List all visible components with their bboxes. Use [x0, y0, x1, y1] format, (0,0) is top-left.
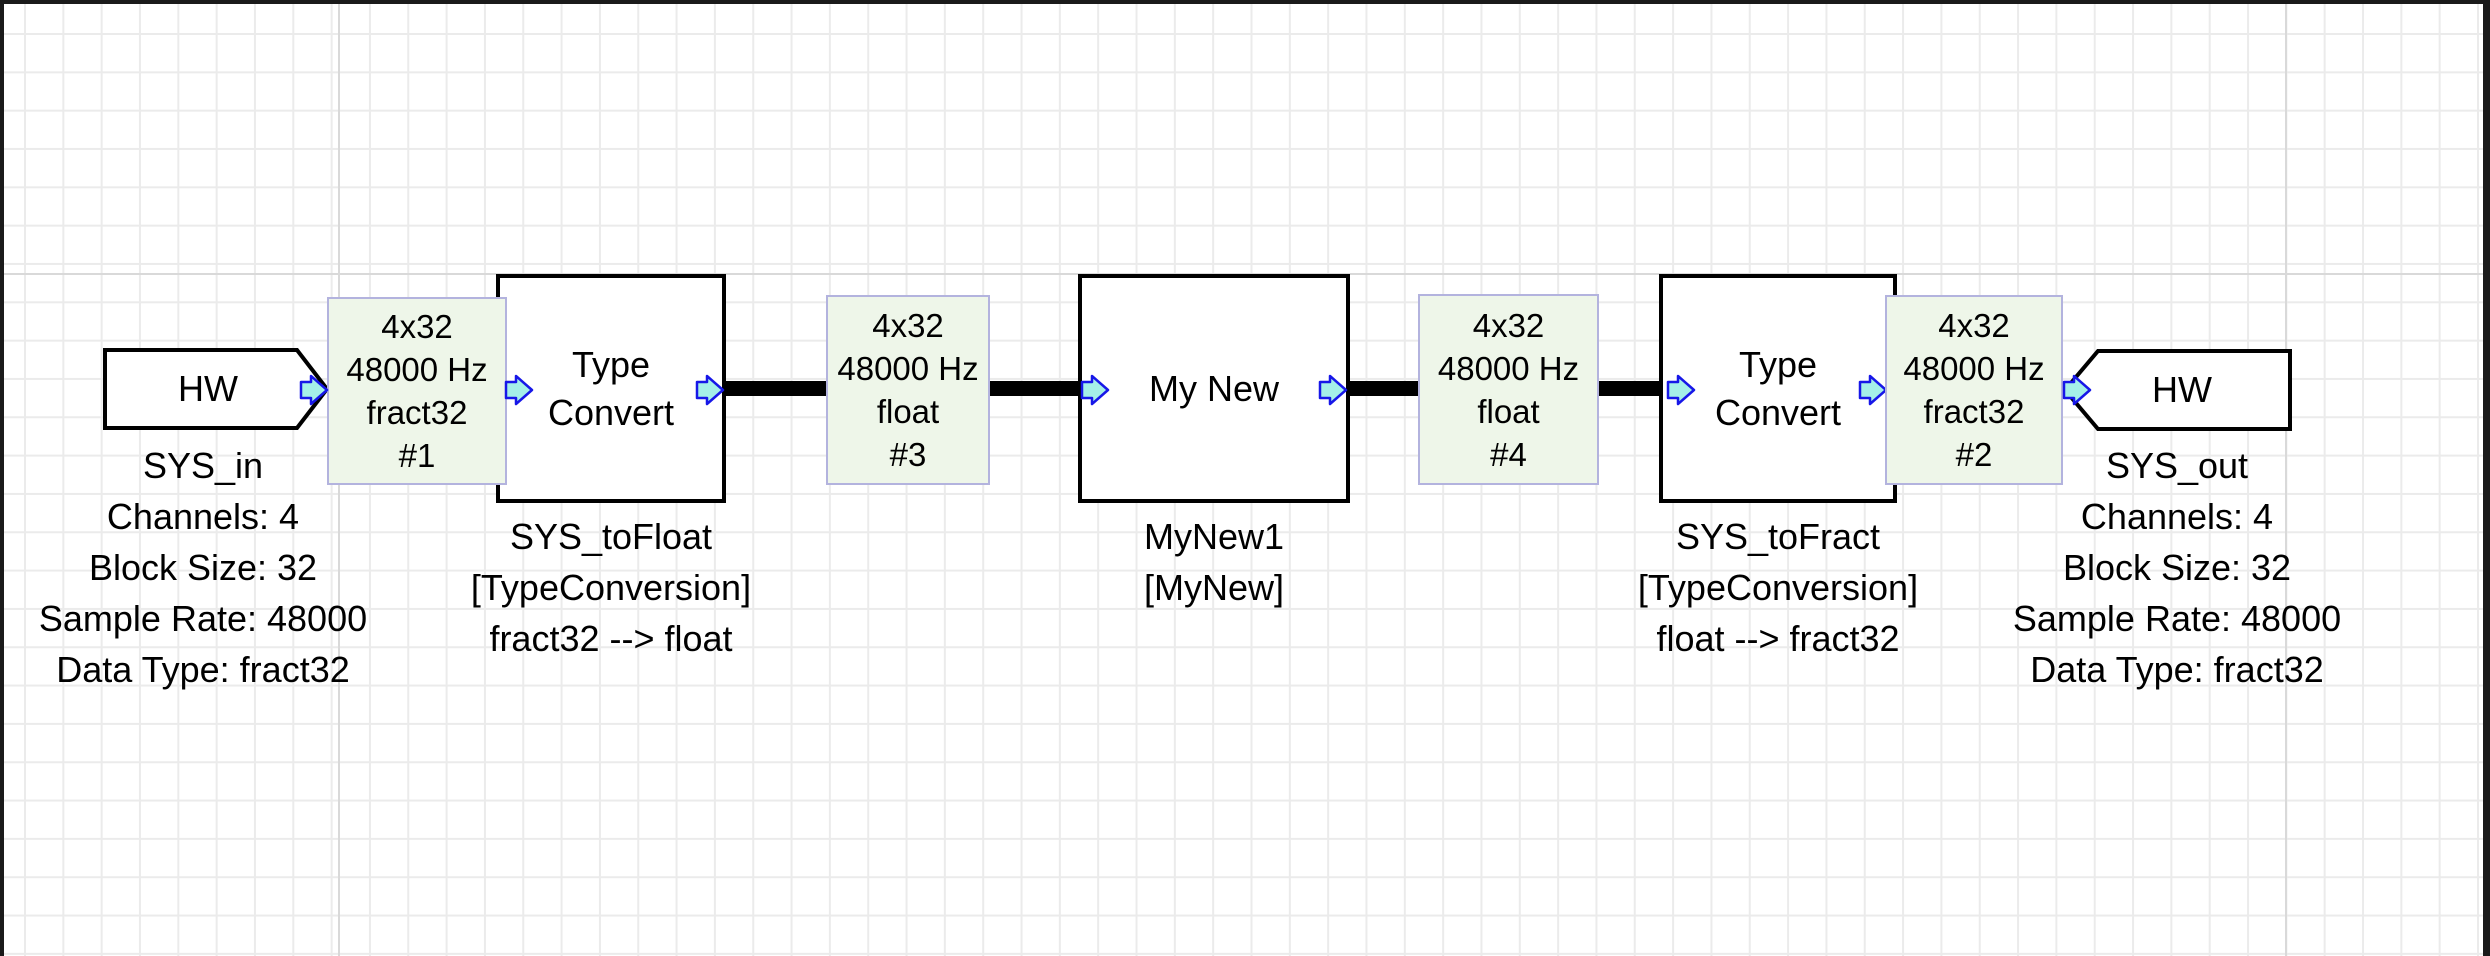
caption-line: SYS_in — [142, 445, 264, 486]
caption-line: Block Size: 32 — [2062, 547, 2292, 588]
wire-info-line: 48000 Hz — [837, 350, 979, 387]
hw-input-block[interactable] — [103, 346, 333, 432]
type-convert-2-title-line2: Convert — [1714, 391, 1842, 433]
wire-info-line: 48000 Hz — [1437, 349, 1580, 387]
wire-info-line: #3 — [889, 436, 927, 473]
type-convert-2-title-line1: Type — [1738, 343, 1818, 385]
type-convert-1-title-line2: Convert — [547, 391, 675, 433]
canvas-border-right — [2483, 0, 2490, 956]
caption-line: MyNew1 — [1143, 516, 1285, 557]
caption-line: Channels: 4 — [2080, 496, 2274, 537]
my-new-block[interactable]: My New — [1078, 274, 1350, 503]
pin-hw-output-input-icon[interactable] — [2062, 373, 2092, 407]
canvas-border-top — [0, 0, 2490, 4]
type-convert-1-caption: SYS_toFloat [TypeConversion] fract32 -->… — [431, 511, 791, 664]
wire-info-line: float — [1477, 392, 1540, 430]
caption-line: Data Type: fract32 — [2030, 649, 2324, 690]
hw-input-title: HW — [178, 368, 238, 409]
wire-info-line: float — [876, 393, 940, 430]
signal-wire-2[interactable] — [988, 381, 1086, 396]
wire-info-line: #4 — [1490, 435, 1527, 473]
wire-info-line: fract32 — [1923, 393, 2025, 430]
caption-line: Data Type: fract32 — [56, 649, 350, 690]
wire-info-line: 4x32 — [1938, 307, 2010, 344]
pin-type-convert-1-output-icon[interactable] — [695, 373, 725, 407]
wire-info-box-1: 4x32 48000 Hz fract32 #1 — [327, 297, 507, 485]
type-convert-1-block[interactable]: Type Convert — [496, 274, 726, 503]
wire-info-box-3: 4x32 48000 Hz float #3 — [826, 295, 990, 485]
wire-info-line: 4x32 — [1472, 306, 1545, 344]
caption-line: Sample Rate: 48000 — [38, 598, 368, 639]
wire-info-line: 4x32 — [872, 307, 944, 344]
type-convert-1-title-line1: Type — [571, 343, 651, 385]
pin-my-new-input-icon[interactable] — [1080, 373, 1110, 407]
wire-info-line: fract32 — [366, 394, 468, 431]
hw-input-caption: SYS_in Channels: 4 Block Size: 32 Sample… — [23, 440, 383, 695]
caption-line: SYS_out — [2105, 445, 2249, 486]
wire-info-box-2: 4x32 48000 Hz fract32 #2 — [1885, 295, 2063, 485]
wire-info-line: 48000 Hz — [1903, 350, 2045, 387]
signal-wire-1[interactable] — [723, 381, 829, 396]
caption-line: SYS_toFract — [1675, 516, 1881, 557]
caption-line: SYS_toFloat — [509, 516, 713, 557]
type-convert-2-caption: SYS_toFract [TypeConversion] float --> f… — [1598, 511, 1958, 664]
caption-line: Channels: 4 — [106, 496, 300, 537]
caption-line: Block Size: 32 — [88, 547, 318, 588]
caption-line: float --> fract32 — [1656, 618, 1900, 659]
signal-wire-4[interactable] — [1598, 381, 1664, 396]
signal-wire-3[interactable] — [1350, 381, 1422, 396]
caption-line: [TypeConversion] — [1637, 567, 1919, 608]
pin-my-new-output-icon[interactable] — [1318, 373, 1348, 407]
my-new-caption: MyNew1 [MyNew] — [1034, 511, 1394, 613]
pin-hw-input-output-icon[interactable] — [299, 373, 329, 407]
hw-output-block[interactable] — [2062, 347, 2294, 433]
pin-type-convert-1-input-icon[interactable] — [504, 373, 534, 407]
hw-output-title: HW — [2152, 369, 2212, 410]
pin-type-convert-2-input-icon[interactable] — [1666, 373, 1696, 407]
wire-info-line: 48000 Hz — [346, 351, 488, 388]
hw-output-caption: SYS_out Channels: 4 Block Size: 32 Sampl… — [1997, 440, 2357, 695]
wire-info-box-4: 4x32 48000 Hz float #4 — [1418, 294, 1599, 485]
caption-line: fract32 --> float — [489, 618, 733, 659]
my-new-title: My New — [1148, 367, 1279, 409]
caption-line: [MyNew] — [1143, 567, 1284, 608]
pin-type-convert-2-output-icon[interactable] — [1858, 373, 1888, 407]
caption-line: [TypeConversion] — [470, 567, 752, 608]
wire-info-line: 4x32 — [381, 308, 453, 345]
caption-line: Sample Rate: 48000 — [2012, 598, 2342, 639]
wire-info-line: #1 — [398, 437, 436, 474]
wire-info-line: #2 — [1955, 436, 1993, 473]
canvas-border-left — [0, 0, 4, 956]
grid-major-line — [2285, 0, 2287, 956]
